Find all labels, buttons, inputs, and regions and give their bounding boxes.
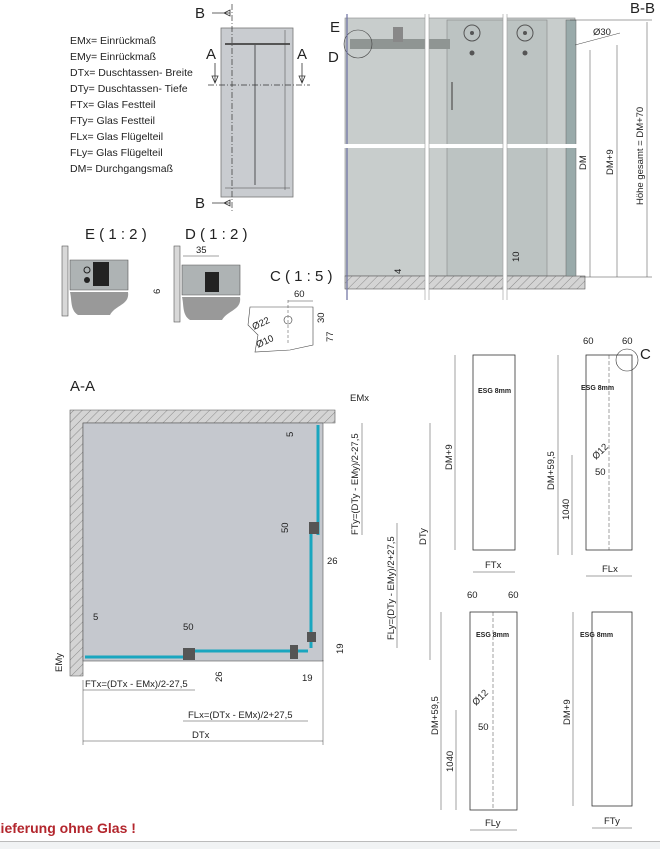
dim-fly: FLy=(DTy - EMy)/2+27,5 bbox=[386, 536, 397, 640]
dim-4: 4 bbox=[393, 269, 404, 274]
dim-ftx: FTx=(DTx - EMx)/2-27,5 bbox=[85, 679, 188, 690]
panel-ftx: ESG 8mm DM+9 FTx bbox=[444, 354, 516, 573]
detail-c-title: C ( 1 : 5 ) bbox=[270, 268, 333, 285]
detail-e-title: E ( 1 : 2 ) bbox=[85, 226, 147, 243]
dim-width: FTy bbox=[604, 816, 620, 827]
footer-bar bbox=[0, 841, 660, 849]
front-elevation: B B A A bbox=[195, 4, 310, 212]
dim-30: 30 bbox=[316, 312, 327, 323]
dim-77: 77 bbox=[325, 331, 336, 342]
dim-60-left: 60 bbox=[467, 590, 478, 601]
section-a-label-right: A bbox=[297, 46, 307, 63]
dim-height: DM+9 bbox=[444, 444, 455, 470]
dim-emx: EMx bbox=[350, 393, 369, 404]
dim-26-right: 26 bbox=[327, 556, 338, 567]
glass-type: ESG 8mm bbox=[580, 632, 613, 639]
dim-50: 50 bbox=[478, 722, 489, 733]
dim-1040: 1040 bbox=[561, 499, 572, 520]
panel-flx: C 60 60 ESG 8mm Ø12 50 1040 DM+59,5 FLx bbox=[546, 336, 651, 577]
dim-fty: FTy=(DTy - EMy)/2-27,5 bbox=[350, 433, 361, 535]
detail-d: D ( 1 : 2 ) 35 6 bbox=[152, 226, 248, 323]
legend-item: DTy= Duschtassen- Tiefe bbox=[70, 83, 188, 95]
dim-height-total: Höhe gesamt = DM+70 bbox=[635, 107, 646, 205]
legend: EMx= Einrückmaß EMy= Einrückmaß DTx= Dus… bbox=[70, 35, 193, 175]
dim-26-bottom: 26 bbox=[214, 671, 225, 682]
detail-d-marker: D bbox=[328, 49, 339, 66]
detail-d-title: D ( 1 : 2 ) bbox=[185, 226, 248, 243]
delivery-note: Lieferung ohne Glas ! bbox=[0, 820, 136, 836]
section-a-label-left: A bbox=[206, 46, 216, 63]
dim-dm9: DM+9 bbox=[605, 149, 616, 175]
detail-c: C ( 1 : 5 ) 60 30 77 Ø22 Ø10 bbox=[247, 268, 336, 353]
dim-10: 10 bbox=[511, 251, 522, 262]
section-bb: B-B E D Ø30 DM DM+9 Höhe gesamt = DM+70 … bbox=[328, 0, 655, 300]
dim-50-bottom: 50 bbox=[183, 622, 194, 633]
legend-item: DM= Durchgangsmaß bbox=[70, 163, 173, 175]
dim-height: DM+9 bbox=[562, 699, 573, 725]
dim-width: FTx bbox=[485, 560, 502, 571]
dim-1040: 1040 bbox=[445, 751, 456, 772]
dim-5-left: 5 bbox=[93, 612, 98, 623]
legend-item: FTx= Glas Festteil bbox=[70, 99, 155, 111]
diameter-30: Ø30 bbox=[593, 27, 611, 38]
dim-19-bottom: 19 bbox=[302, 673, 313, 684]
detail-e: E ( 1 : 2 ) bbox=[61, 226, 147, 317]
dim-6: 6 bbox=[152, 289, 163, 294]
dim-flx: FLx=(DTx - EMx)/2+27,5 bbox=[188, 710, 293, 721]
dim-width: FLy bbox=[485, 818, 501, 829]
dim-dtx: DTx bbox=[192, 730, 210, 741]
dim-35: 35 bbox=[196, 245, 207, 256]
legend-item: EMy= Einrückmaß bbox=[70, 51, 156, 63]
dim-width: FLx bbox=[602, 564, 618, 575]
dim-emy: EMy bbox=[54, 653, 65, 672]
panel-fly: 60 60 ESG 8mm Ø12 50 1040 DM+59,5 FLy bbox=[430, 590, 519, 831]
glass-type: ESG 8mm bbox=[478, 388, 511, 395]
section-aa-title: A-A bbox=[70, 378, 95, 395]
legend-item: DTx= Duschtassen- Breite bbox=[70, 67, 193, 79]
dim-60: 60 bbox=[294, 289, 305, 300]
dim-dm: DM bbox=[578, 155, 589, 170]
dia-12: Ø12 bbox=[470, 688, 490, 708]
legend-item: EMx= Einrückmaß bbox=[70, 35, 156, 47]
dim-50-right: 50 bbox=[280, 522, 291, 533]
detail-e-marker: E bbox=[330, 19, 340, 36]
dim-60-right: 60 bbox=[508, 590, 519, 601]
section-b-label-top: B bbox=[195, 5, 205, 22]
dim-height: DM+59,5 bbox=[546, 451, 557, 490]
glass-type: ESG 8mm bbox=[581, 385, 614, 392]
legend-item: FLx= Glas Flügelteil bbox=[70, 131, 163, 143]
dim-50: 50 bbox=[595, 467, 606, 478]
dim-19-right: 19 bbox=[335, 643, 346, 654]
panel-fty: ESG 8mm DM+9 FTy bbox=[562, 611, 633, 829]
dim-dty: DTy bbox=[418, 528, 429, 545]
dim-height: DM+59,5 bbox=[430, 696, 441, 735]
section-b-label-bottom: B bbox=[195, 195, 205, 212]
glass-type: ESG 8mm bbox=[476, 632, 509, 639]
dim-5-top: 5 bbox=[285, 432, 296, 437]
detail-c-marker: C bbox=[640, 346, 651, 363]
section-aa: A-A EMx EMy 5 5 50 50 26 26 19 19 FTy=(D… bbox=[54, 378, 431, 745]
legend-item: FTy= Glas Festteil bbox=[70, 115, 155, 127]
dim-60-right: 60 bbox=[622, 336, 633, 347]
dia-12: Ø12 bbox=[590, 442, 610, 462]
legend-item: FLy= Glas Flügelteil bbox=[70, 147, 163, 159]
section-bb-title: B-B bbox=[630, 0, 655, 17]
dim-60-left: 60 bbox=[583, 336, 594, 347]
